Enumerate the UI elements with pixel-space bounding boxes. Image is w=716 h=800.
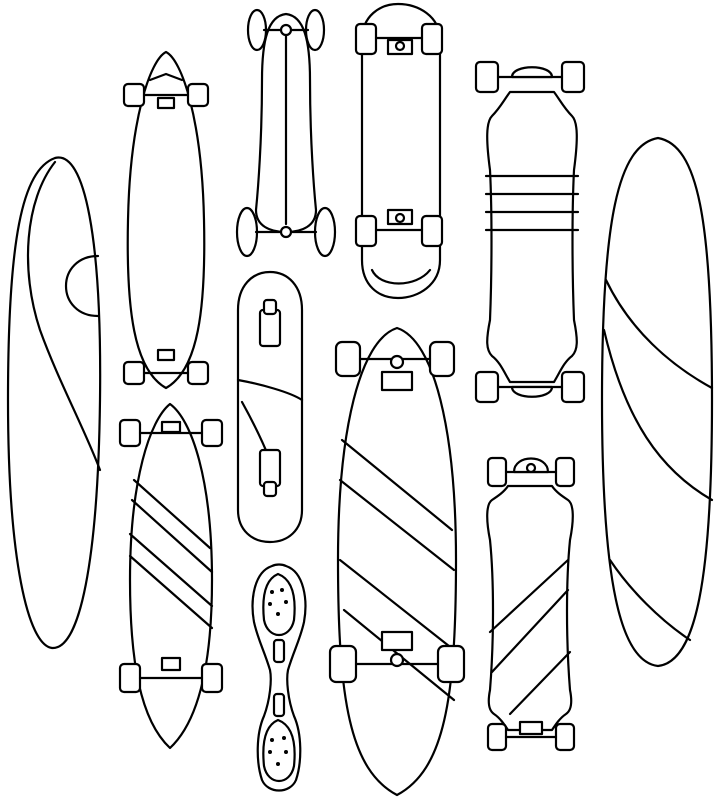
drop-down-longboard	[486, 456, 576, 752]
striped-cruiser	[328, 326, 466, 797]
pintail-longboard-top	[122, 50, 210, 390]
waveboard	[251, 563, 307, 792]
truck-front	[122, 82, 210, 110]
truck-front	[334, 340, 456, 392]
truck-back	[354, 208, 444, 248]
mini-cruiser	[236, 270, 304, 544]
truck-back	[118, 656, 224, 694]
surfboard-right	[600, 136, 714, 668]
truck-back	[122, 348, 210, 386]
truck-front	[118, 418, 224, 448]
mountainboard	[235, 8, 337, 258]
surfboard-left	[6, 156, 102, 650]
striped-pintail-longboard	[118, 402, 224, 750]
old-school-skateboard	[354, 2, 444, 300]
drop-through-longboard	[474, 60, 586, 404]
truck-front	[354, 22, 444, 56]
truck-back	[328, 630, 466, 684]
